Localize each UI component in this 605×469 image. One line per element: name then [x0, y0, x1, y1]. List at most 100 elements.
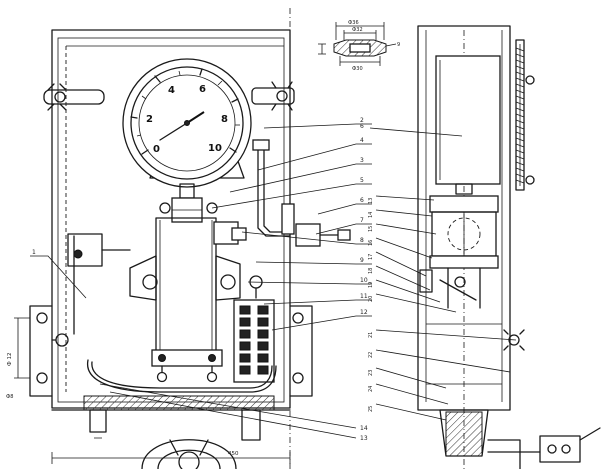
right-flange-hole-top	[292, 312, 304, 324]
left-small-dim-text: Ф8	[6, 394, 14, 400]
left-valve-housing	[67, 233, 103, 267]
left-flange-hole-bottom	[36, 372, 48, 384]
side-leader-lower	[375, 367, 447, 389]
callout-front-right: 3	[360, 157, 364, 164]
terminal-screw-left	[239, 353, 251, 363]
washer-detail: Ф36 Ф32 Ф30 9	[318, 20, 400, 72]
gauge-pivot	[184, 120, 190, 126]
left-valve-body	[129, 255, 157, 301]
left-wing-nut-wings	[47, 83, 67, 111]
terminal-screw-right	[257, 317, 269, 327]
washer-dim-text-outer: Ф36	[348, 20, 359, 26]
callout-front-right: 2	[360, 117, 364, 124]
bottom-bolt-right	[208, 354, 216, 362]
callout-side-lower: 23	[368, 370, 374, 376]
callout-front-right: 8	[360, 237, 364, 244]
washer-dim-outer	[335, 22, 385, 40]
callout-side-right: 15	[368, 226, 374, 232]
hinge-coil	[515, 77, 525, 82]
side-shaft-section	[445, 411, 483, 457]
hinge-coil	[515, 83, 525, 88]
terminal-screw-right	[257, 365, 269, 375]
pressure-gauge: 0 2 4 6 8 10	[122, 58, 252, 188]
terminal-screw-right	[257, 305, 269, 315]
front-leader-bottom-b	[109, 391, 357, 439]
front-leader	[211, 183, 372, 209]
front-leader	[263, 123, 372, 129]
hinge-coil	[515, 155, 525, 160]
front-leader-bottom-a	[99, 383, 357, 429]
terminal-screw-right	[257, 329, 269, 339]
callout-front-right: 11	[360, 293, 368, 300]
side-leader	[375, 279, 441, 303]
callout-side-right: 20	[368, 296, 374, 302]
washer-dim-mid	[343, 30, 377, 40]
hinge-knob-bottom	[525, 175, 535, 185]
callout-side-right: 19	[368, 282, 374, 288]
washer-dim-height	[318, 43, 326, 55]
door-hinge-strip	[515, 39, 525, 191]
right-wing-nut-wings	[271, 81, 293, 111]
front-leader	[229, 163, 372, 193]
gauge-feed-pipe-2	[263, 139, 291, 233]
callout-side-right: 21	[368, 332, 374, 338]
callout-side-right: 13	[368, 198, 374, 204]
left-clamp-bar	[43, 89, 105, 105]
side-motor-arm	[579, 427, 601, 441]
side-leader-lower	[375, 403, 447, 421]
front-leader-lines	[99, 123, 372, 439]
gauge-label-2: 2	[146, 114, 153, 125]
hinge-coil	[515, 179, 525, 184]
hinge-coil	[515, 149, 525, 154]
callout-side-lower: 25	[368, 406, 374, 412]
side-wing-nut	[508, 334, 520, 346]
gauge-label-4: 4	[168, 85, 175, 96]
flywheel-inner	[157, 449, 221, 469]
side-leader-top	[369, 127, 463, 137]
front-leader	[257, 143, 372, 171]
front-leader	[271, 315, 372, 331]
gauge-label-6: 6	[199, 84, 206, 95]
main-cylinder	[155, 217, 217, 357]
outer-valve	[295, 223, 321, 247]
left-flange	[29, 305, 53, 397]
hinge-coil	[515, 59, 525, 64]
side-leader	[375, 223, 437, 235]
terminal-screw-left	[239, 365, 251, 375]
top-union-bolt-right	[206, 202, 218, 214]
hinge-coil	[515, 161, 525, 166]
signal-cable-inner	[91, 361, 273, 389]
side-motor-block	[539, 435, 581, 463]
side-leader	[375, 251, 427, 277]
side-leader	[375, 209, 433, 217]
callout-front-right: 10	[360, 277, 368, 284]
hinge-coil	[515, 95, 525, 100]
left-flange-hole-top	[36, 312, 48, 324]
bottom-flange	[151, 349, 223, 367]
right-wing-nut	[276, 90, 288, 102]
gauge-scale-arc	[138, 74, 236, 172]
front-leader	[247, 281, 372, 285]
terminal-screw-left	[239, 341, 251, 351]
front-leader	[263, 299, 372, 305]
washer-dim-text-inner: Ф30	[352, 66, 363, 72]
leader-1	[30, 255, 87, 299]
terminal-screw-left	[239, 305, 251, 315]
outer-valve-cap	[337, 229, 351, 241]
front-leader	[317, 203, 372, 215]
terminal-block	[233, 299, 275, 383]
side-leader	[375, 237, 433, 259]
gauge-needle-tail	[159, 122, 188, 141]
flywheel-outer	[141, 439, 237, 469]
mid-right-valve-cap	[231, 227, 247, 241]
terminal-screw-left	[239, 317, 251, 327]
side-bottom-flange	[429, 255, 499, 269]
front-view: Ф 12 Ф8	[6, 8, 372, 469]
callout-front-right: 12	[360, 309, 368, 316]
front-leader	[241, 231, 372, 245]
terminal-screw-right	[257, 341, 269, 351]
left-valve-port	[142, 274, 158, 290]
hinge-coil	[515, 119, 525, 124]
hinge-coil	[515, 65, 525, 70]
